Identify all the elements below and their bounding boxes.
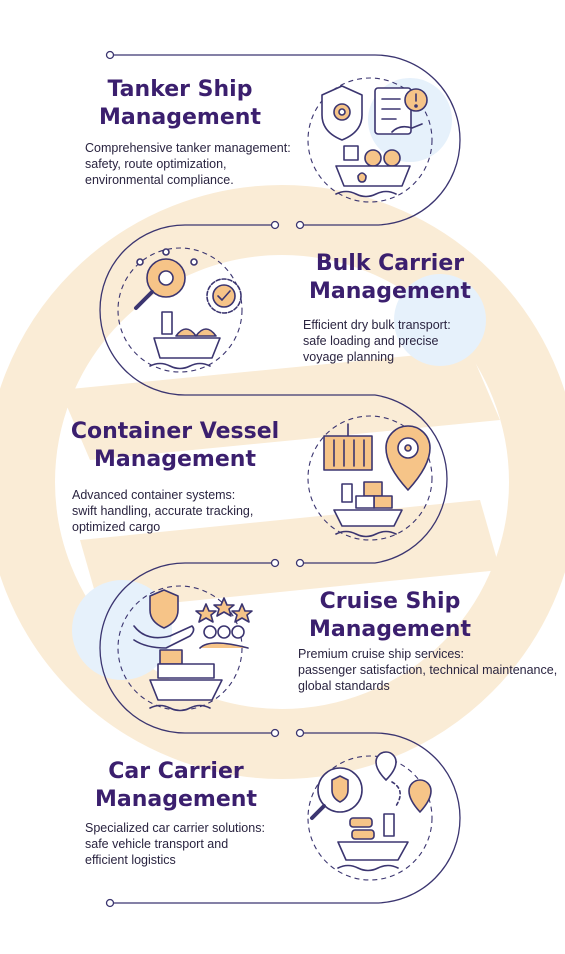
- description-line: passenger satisfaction, technical mainte…: [298, 663, 558, 677]
- title-line: Container Vessel: [70, 419, 280, 444]
- section-title: Bulk Carrier Management: [290, 250, 490, 306]
- checklist-alert-icon: [374, 87, 428, 135]
- icon-ring-5: [307, 755, 433, 881]
- connector-4: [113, 732, 461, 904]
- description-line: optimized cargo: [72, 520, 161, 534]
- connector-dot: [295, 558, 305, 568]
- connector-3: [99, 562, 277, 734]
- description-line: Advanced container systems:: [72, 488, 236, 502]
- description-line: environmental compliance.: [85, 173, 234, 187]
- description-line: voyage planning: [303, 350, 395, 364]
- location-gear-icon: [385, 425, 431, 491]
- title-line: Bulk Carrier: [315, 251, 465, 276]
- title-line: Cruise Ship: [319, 589, 461, 614]
- car-carrier-icon: [337, 813, 409, 872]
- description-line: Premium cruise ship services:: [298, 647, 465, 661]
- section-title: Car Carrier Management: [76, 758, 276, 814]
- title-line: Management: [94, 447, 256, 472]
- icon-ring-3: [307, 415, 433, 541]
- description-line: safe loading and precise: [303, 334, 439, 348]
- title-line: Car Carrier: [108, 759, 244, 784]
- gear-check-icon: [206, 278, 242, 314]
- description-line: Specialized car carrier solutions:: [85, 821, 265, 835]
- connector-dot: [295, 220, 305, 230]
- description-line: global standards: [298, 679, 390, 693]
- description-line: safe vehicle transport and: [85, 837, 229, 851]
- section-description: Comprehensive tanker management: safety,…: [85, 140, 315, 188]
- shield-gear-icon: [321, 85, 363, 141]
- connector-dot: [105, 898, 115, 908]
- cruise-ship-icon: [149, 649, 223, 712]
- connector-dot: [105, 50, 115, 60]
- connector-1: [113, 54, 461, 226]
- section-title: Container Vessel Management: [60, 418, 290, 474]
- connector-dot: [270, 220, 280, 230]
- title-line: Tanker Ship: [107, 77, 253, 102]
- route-pins-icon: [375, 751, 432, 813]
- section-description: Advanced container systems: swift handli…: [72, 487, 302, 535]
- hand-shield-icon: [133, 589, 195, 649]
- container-crane-icon: [323, 423, 373, 471]
- magnifier-gear-icon: [134, 248, 198, 310]
- title-line: Management: [309, 279, 471, 304]
- section-description: Specialized car carrier solutions: safe …: [85, 820, 305, 868]
- section-description: Premium cruise ship services: passenger …: [298, 646, 560, 694]
- section-title: Tanker Ship Management: [80, 76, 280, 132]
- title-line: Management: [95, 787, 257, 812]
- title-line: Management: [309, 617, 471, 642]
- bulk-carrier-icon: [149, 311, 221, 370]
- icon-ring-2: [117, 247, 243, 373]
- magnifier-shield-icon: [310, 767, 363, 820]
- description-line: swift handling, accurate tracking,: [72, 504, 254, 518]
- description-line: efficient logistics: [85, 853, 176, 867]
- description-line: Efficient dry bulk transport:: [303, 318, 451, 332]
- connector-2: [99, 224, 448, 564]
- connector-dot: [295, 728, 305, 738]
- section-title: Cruise Ship Management: [290, 588, 490, 644]
- connector-dot: [270, 558, 280, 568]
- section-description: Efficient dry bulk transport: safe loadi…: [303, 317, 523, 365]
- connector-dot: [270, 728, 280, 738]
- container-ship-icon: [333, 481, 403, 538]
- rating-stars-icon: [195, 597, 253, 649]
- description-line: safety, route optimization,: [85, 157, 227, 171]
- title-line: Management: [99, 105, 261, 130]
- icon-ring-1: [307, 77, 433, 203]
- tanker-ship-icon: [335, 145, 411, 198]
- description-line: Comprehensive tanker management:: [85, 141, 291, 155]
